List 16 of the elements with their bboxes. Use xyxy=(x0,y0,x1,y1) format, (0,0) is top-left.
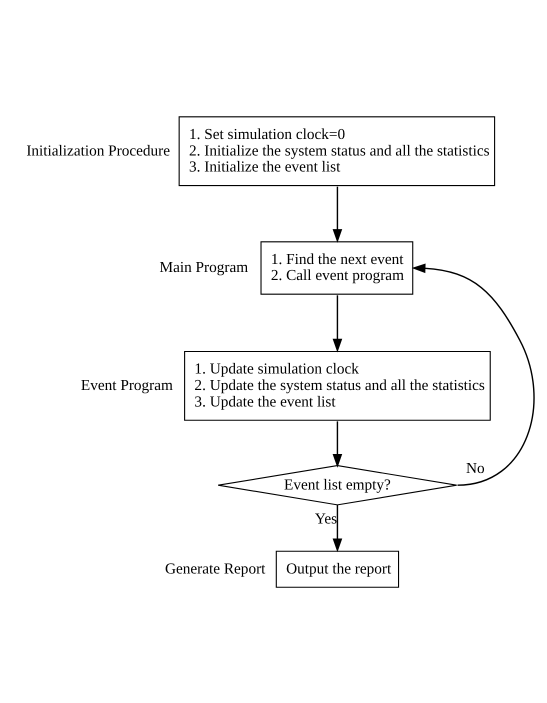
node-label: Event Program xyxy=(80,376,173,394)
node-box: 1. Find the next event 2. Call event program xyxy=(260,241,414,295)
node-diamond: Event list empty? xyxy=(218,465,458,506)
arrow xyxy=(332,295,342,353)
node-box: 1. Set simulation clock=0 2. Initialize the system status and all the statistics 3. Initialize the event list xyxy=(178,116,496,186)
arrow xyxy=(332,421,342,468)
edge-label: Yes xyxy=(314,510,338,528)
arrow xyxy=(412,264,534,486)
node-box: 1. Update simulation clock 2. Update the system status and all the statistics 3. Update the event list xyxy=(184,350,491,421)
arrow xyxy=(332,186,342,243)
node-box: Output the report xyxy=(276,550,400,588)
arrow xyxy=(332,504,342,552)
node-label: Generate Report xyxy=(164,560,266,578)
node-label: Main Program xyxy=(160,259,248,276)
node-label: Initialization Procedure xyxy=(26,142,170,160)
edge-label: No xyxy=(466,460,485,478)
